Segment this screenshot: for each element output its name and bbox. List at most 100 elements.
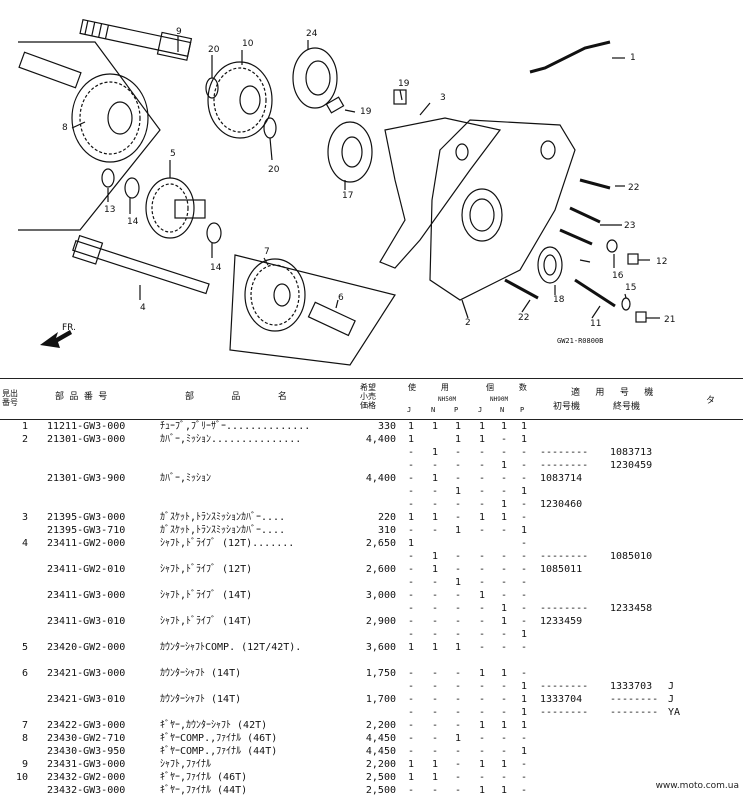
bolt-23a-part [569,206,601,224]
part-name: ｶﾊﾞｰ,ﾐｯｼｮﾝ [160,473,212,484]
quantity-cell: - [500,486,508,497]
quantity-cell: - [520,785,528,796]
quantity-cell: - [431,707,439,718]
quantity-cell: - [431,577,439,588]
group-outline-left [18,41,161,231]
first-frame-no: -------- [540,447,589,458]
part-number: 21395-GW3-710 [47,525,126,536]
part-number: 23411-GW2-000 [47,538,126,549]
quantity-cell: 1 [478,785,486,796]
washer-14a-part [124,177,140,199]
drive-shaft-part [72,234,210,295]
quantity-cell: - [478,460,486,471]
quantity-cell: 1 [520,525,528,536]
quantity-cell: 1 [431,772,439,783]
first-frame-no: -------- [540,707,589,718]
quantity-cell: - [478,564,486,575]
ref-number: 9 [21,759,28,770]
quantity-cell: - [431,499,439,510]
part-name: ｷﾞﾔｰCOMP.,ﾌｧｲﾅﾙ (44T) [160,746,278,757]
quantity-cell: 1 [478,759,486,770]
quantity-cell: 1 [500,616,508,627]
quantity-cell: 1 [520,486,528,497]
header-count: 個 数 [486,383,537,392]
washer-20b-part [263,117,277,139]
quantity-cell: 1 [500,668,508,679]
callout-13: 13 [104,205,115,215]
quantity-cell: 1 [431,473,439,484]
quantity-cell: - [478,499,486,510]
quantity-cell: 1 [500,759,508,770]
callout-24: 24 [306,29,318,39]
quantity-cell: - [500,629,508,640]
quantity-cell: - [407,577,415,588]
breather-tube-part [529,40,611,74]
quantity-cell: - [500,707,508,718]
quantity-cell: - [520,759,528,770]
callout-12: 12 [656,257,667,267]
quantity-cell: - [478,486,486,497]
gear-7-part [244,258,306,332]
quantity-cell: - [520,668,528,679]
last-frame-no: -------- [610,694,659,705]
quantity-cell: 1 [500,603,508,614]
part-name: ｼｬﾌﾄ,ﾄﾞﾗｲﾌﾞ (12T) [160,564,253,575]
last-frame-no: 1233458 [610,603,653,614]
quantity-cell: 1 [520,720,528,731]
quantity-cell: - [478,733,486,744]
first-frame-no: 1233459 [540,616,583,627]
part-number: 21395-GW3-000 [47,512,126,523]
part-name: ｶｳﾝﾀｰｼｬﾌﾄCOMP. (12T/42T). [160,642,302,653]
quantity-cell: - [454,564,462,575]
quantity-cell: - [431,668,439,679]
quantity-cell: - [454,473,462,484]
pin-19a-part [325,96,345,114]
quantity-cell: - [478,603,486,614]
quantity-cell: 1 [431,759,439,770]
quantity-cell: 1 [431,551,439,562]
part-number: 23411-GW3-000 [47,590,126,601]
quantity-cell: - [431,681,439,692]
quantity-cell: 1 [478,590,486,601]
part-name: ｶｳﾝﾀｰｼｬﾌﾄ (14T) [160,668,242,679]
price: 330 [377,421,396,432]
callout-14: 14 [210,263,222,273]
quantity-cell: - [407,785,415,796]
quantity-cell: - [454,668,462,679]
quantity-cell: - [500,564,508,575]
quantity-cell: - [520,460,528,471]
ref-number: 4 [21,538,28,549]
first-frame-no: 1085011 [540,564,583,575]
last-frame-no: 1333703 [610,681,653,692]
header-rule-bottom [0,419,743,420]
quantity-cell: - [520,538,528,549]
part-number: 23421-GW3-010 [47,694,126,705]
quantity-cell: - [500,590,508,601]
part-number: 23422-GW3-000 [47,720,126,731]
quantity-cell: 1 [520,629,528,640]
price: 1,750 [365,668,396,679]
price: 2,900 [365,616,396,627]
first-frame-no: 1333704 [540,694,583,705]
callout-18: 18 [553,295,565,305]
quantity-cell: - [478,525,486,536]
washer-13-part [101,168,115,188]
quantity-cell: - [520,733,528,744]
quantity-cell: - [500,525,508,536]
quantity-cell: - [520,499,528,510]
quantity-cell: 1 [431,564,439,575]
quantity-cell: - [500,733,508,744]
header-model-a: NH50M [438,396,457,403]
header-model-b: NH90M [490,396,509,403]
quantity-cell: 1 [454,525,462,536]
ref-number: 6 [21,668,28,679]
